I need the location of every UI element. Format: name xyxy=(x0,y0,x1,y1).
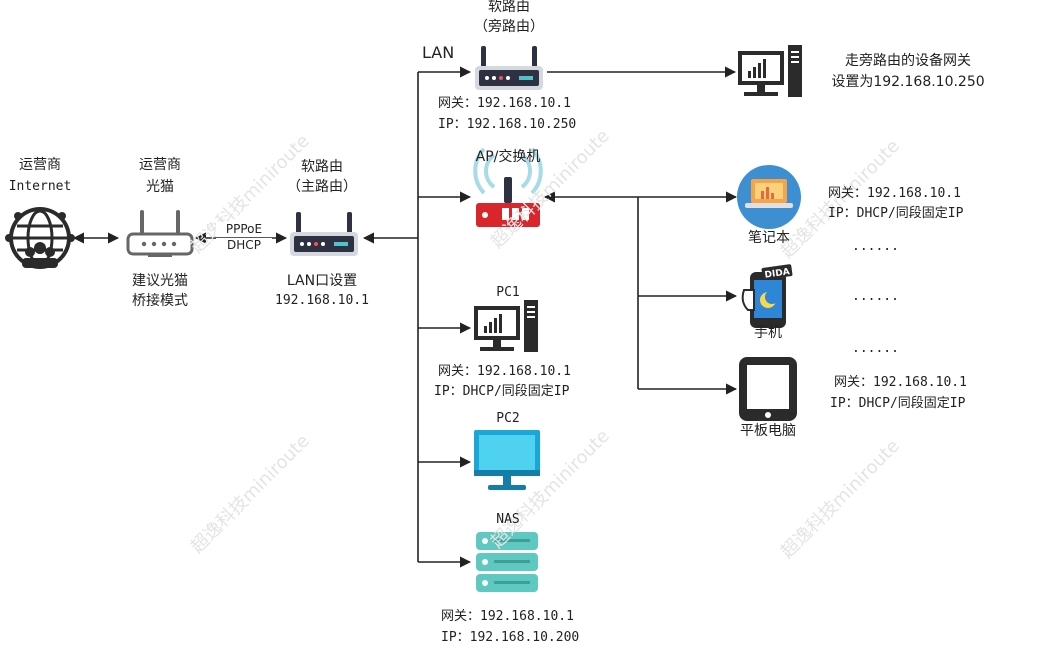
nas-ip: IP：192.168.10.200 xyxy=(441,630,580,645)
laptop-icon xyxy=(737,165,801,229)
pc1-label: PC1 xyxy=(496,285,520,300)
nas-label: NAS xyxy=(496,512,520,527)
main-router-note-1: LAN口设置 xyxy=(286,273,358,289)
laptop-gateway: 网关：192.168.10.1 xyxy=(828,186,961,201)
laptop-label: 笔记本 xyxy=(748,230,790,246)
modem-label-1: 运营商 xyxy=(139,157,181,173)
ellipsis-1: ...... xyxy=(852,239,899,254)
side-router-gateway: 网关：192.168.10.1 xyxy=(438,96,571,111)
main-router-label-2: （主路由） xyxy=(287,179,357,195)
ap-switch-icon xyxy=(473,147,543,227)
phone-label: 手机 xyxy=(754,325,782,341)
side-router-ip: IP：192.168.10.250 xyxy=(438,117,577,132)
pc1-ip: IP：DHCP/同段固定IP xyxy=(434,384,570,399)
link-label-pppoe: PPPoE xyxy=(216,222,272,236)
main-router-label-1: 软路由 xyxy=(301,159,343,175)
pc1-gateway: 网关：192.168.10.1 xyxy=(438,364,571,379)
nas-gateway: 网关：192.168.10.1 xyxy=(441,609,574,624)
main-router-icon xyxy=(290,212,358,256)
side-pc-note-1: 走旁路由的设备网关 xyxy=(845,53,971,69)
modem-note-2: 桥接模式 xyxy=(132,293,188,309)
tablet-gateway: 网关：192.168.10.1 xyxy=(834,375,967,390)
pc2-label: PC2 xyxy=(496,411,520,426)
side-router-icon xyxy=(475,46,543,90)
nas-icon xyxy=(476,532,538,592)
pc1-icon xyxy=(474,300,538,352)
pc-icon-side xyxy=(738,45,802,97)
tablet-icon xyxy=(739,357,797,421)
phone-icon: DIDA xyxy=(741,264,793,328)
tablet-label: 平板电脑 xyxy=(740,423,796,439)
modem-label-2: 光猫 xyxy=(146,179,174,195)
phone-badge-text: DIDA xyxy=(764,267,790,280)
laptop-ip: IP：DHCP/同段固定IP xyxy=(828,206,964,221)
side-router-label-1: 软路由 xyxy=(488,0,530,15)
lan-label: LAN xyxy=(422,43,455,62)
link-label-dhcp: DHCP xyxy=(216,238,272,252)
pc2-monitor-icon xyxy=(474,430,540,490)
tablet-ip: IP：DHCP/同段固定IP xyxy=(830,396,966,411)
ellipsis-3: ...... xyxy=(852,341,899,356)
connection-lines xyxy=(72,66,738,568)
side-pc-note-2: 设置为192.168.10.250 xyxy=(831,74,985,90)
ellipsis-2: ...... xyxy=(852,289,899,304)
isp-label-2: Internet xyxy=(8,179,72,194)
globe-icon xyxy=(5,207,75,269)
isp-label-1: 运营商 xyxy=(19,157,61,173)
main-router-note-2: 192.168.10.1 xyxy=(275,293,369,308)
side-router-label-2: （旁路由） xyxy=(474,19,544,35)
ap-label: AP/交换机 xyxy=(475,149,541,165)
modem-icon xyxy=(126,210,194,257)
modem-note-1: 建议光猫 xyxy=(132,273,188,289)
